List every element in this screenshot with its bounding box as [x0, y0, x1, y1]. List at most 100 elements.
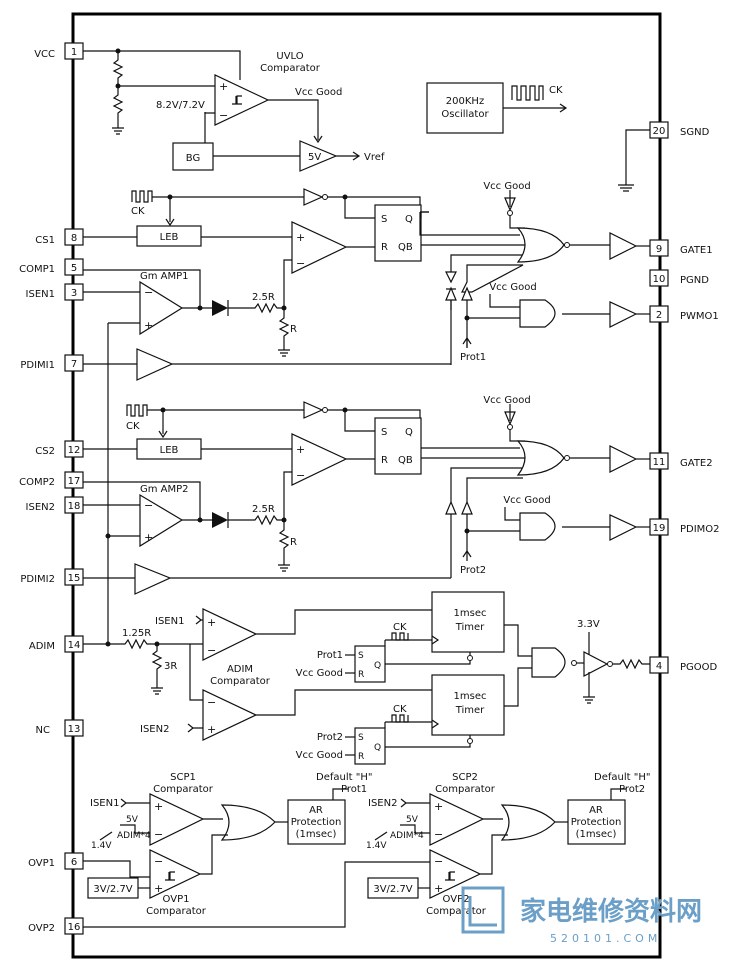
svg-text:AR: AR — [589, 805, 603, 816]
svg-text:−: − — [296, 257, 305, 270]
pin-name-isen2: ISEN2 — [26, 502, 55, 513]
sr-latch — [374, 417, 422, 475]
clock-waveform — [511, 85, 544, 101]
and-gate — [519, 512, 556, 541]
uvlo-section: + − 8.2V/7.2V UVLO Comparator Vcc Good B… — [83, 48, 385, 172]
ovp-comparator — [429, 849, 482, 899]
pin-num-6: 6 — [71, 857, 77, 868]
svg-text:ISEN2: ISEN2 — [368, 798, 397, 809]
svg-text:Comparator: Comparator — [435, 784, 496, 795]
pin-name-pgood: PGOOD — [680, 662, 718, 673]
svg-text:Vcc Good: Vcc Good — [503, 495, 550, 506]
pin-box — [64, 471, 84, 489]
pin-name-pdimo2: PDIMO2 — [680, 524, 720, 535]
svg-text:Comparator: Comparator — [146, 906, 207, 917]
svg-text:Q: Q — [374, 743, 381, 753]
svg-text:−: − — [434, 828, 443, 841]
scp-comparator — [149, 793, 205, 846]
watermark-logo — [461, 886, 505, 934]
svg-text:Vcc Good: Vcc Good — [483, 181, 530, 192]
clock-waveform — [126, 404, 148, 417]
pin-num-9: 9 — [656, 244, 662, 255]
svg-text:S: S — [358, 733, 364, 743]
svg-text:1msec: 1msec — [454, 691, 487, 702]
svg-text:3V/2.7V: 3V/2.7V — [93, 884, 132, 895]
svg-text:S: S — [358, 651, 364, 661]
svg-text:−: − — [144, 286, 153, 299]
svg-text:200KHz: 200KHz — [446, 96, 484, 107]
svg-text:−: − — [207, 644, 216, 657]
pin-num-16: 16 — [68, 922, 81, 933]
uvlo-label: Comparator — [260, 63, 321, 74]
or-gate — [500, 804, 556, 841]
pdim-buffer — [134, 563, 172, 595]
gate-driver — [609, 232, 638, 260]
pin-name-ovp2: OVP2 — [28, 923, 55, 934]
pin-name-pdimi2: PDIMI2 — [20, 574, 55, 585]
pin-name-cs2: CS2 — [35, 446, 55, 457]
latch-2 — [354, 727, 386, 765]
pin-num-5: 5 — [71, 263, 77, 274]
pin-name-cs1: CS1 — [35, 235, 55, 246]
pwm-comparator — [291, 221, 348, 274]
pin-box — [649, 452, 669, 470]
pin-box — [649, 239, 669, 257]
channel-2: CK LEB + − S R Q QB Vcc Good — [83, 395, 650, 595]
pin-name-gate2: GATE2 — [680, 458, 713, 469]
sr-latch — [374, 204, 422, 262]
svg-text:−: − — [144, 499, 153, 512]
diode — [212, 300, 228, 316]
svg-text:Oscillator: Oscillator — [441, 109, 489, 120]
buffer-up — [445, 286, 457, 301]
pin-box — [64, 354, 84, 372]
prot1-label: Prot1 — [460, 352, 486, 363]
svg-text:5V: 5V — [406, 815, 419, 825]
pwm-driver — [609, 301, 638, 328]
pin-num-8: 8 — [71, 233, 77, 244]
svg-text:Timer: Timer — [455, 705, 485, 716]
svg-text:Q: Q — [405, 427, 413, 438]
svg-text:R: R — [381, 455, 388, 466]
pin-num-3: 3 — [71, 288, 77, 299]
gm-amp2-label: Gm AMP2 — [140, 484, 189, 495]
ck-label: CK — [549, 85, 563, 96]
svg-text:BG: BG — [186, 153, 200, 164]
svg-text:1.4V: 1.4V — [366, 841, 387, 851]
svg-text:1.4V: 1.4V — [91, 841, 112, 851]
svg-text:−: − — [296, 469, 305, 482]
pin-box — [64, 568, 84, 586]
pin-num-1: 1 — [71, 47, 77, 58]
svg-text:Comparator: Comparator — [426, 906, 487, 917]
svg-text:(1msec): (1msec) — [576, 829, 617, 840]
pin-num-15: 15 — [68, 573, 81, 584]
pin-name-gate1: GATE1 — [680, 245, 713, 256]
gm-amp1-label: Gm AMP1 — [140, 271, 189, 282]
svg-text:5V: 5V — [308, 152, 321, 163]
svg-text:LEB: LEB — [160, 232, 179, 243]
svg-text:+: + — [207, 723, 216, 736]
svg-text:Comparator: Comparator — [153, 784, 214, 795]
isen2-label: ISEN2 — [140, 724, 169, 735]
pin-name-ovp1: OVP1 — [28, 858, 55, 869]
ar-protection-2 — [567, 799, 626, 845]
nand-gate — [531, 647, 566, 678]
pin-name-adim: ADIM — [29, 641, 55, 652]
ovp2-label: OVP2 — [443, 894, 470, 905]
svg-text:CK: CK — [126, 421, 140, 432]
svg-text:Vcc Good: Vcc Good — [489, 282, 536, 293]
svg-text:−: − — [434, 855, 443, 868]
buffer-up — [461, 500, 473, 515]
scp2-label: SCP2 — [452, 772, 478, 783]
timer-block-1 — [431, 591, 505, 653]
pin-name-isen1: ISEN1 — [26, 289, 55, 300]
right-pins: 20 SGND 9 GATE1 10 PGND 2 PWMO1 11 GATE2… — [649, 121, 720, 674]
or-gate — [516, 227, 565, 263]
svg-text:+: + — [144, 531, 153, 544]
svg-text:CK: CK — [131, 206, 145, 217]
svg-text:−: − — [219, 109, 228, 122]
svg-text:(1msec): (1msec) — [296, 829, 337, 840]
svg-text:+: + — [296, 443, 305, 456]
adim-comp-label: ADIM — [227, 664, 253, 675]
protection-section: SCP1 Comparator ISEN1 + − 5V ADIM*4 1.4V… — [83, 772, 650, 928]
